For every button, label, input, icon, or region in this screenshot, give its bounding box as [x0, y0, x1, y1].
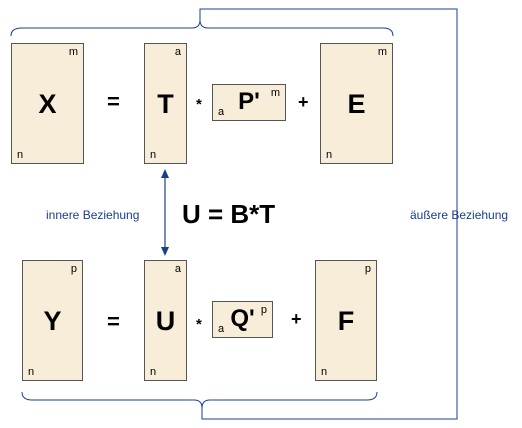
matrix-x-columns: m	[68, 46, 78, 58]
matrix-y-rows: n	[28, 366, 35, 378]
matrix-x-symbol: X	[38, 89, 57, 119]
matrix-t-rows: n	[150, 149, 157, 161]
outer-relation-label: äußere Beziehung	[410, 208, 509, 222]
matrix-q-prime-columns: p	[260, 304, 267, 316]
top-brace	[10, 19, 394, 37]
matrix-t: T a n	[144, 43, 187, 164]
equals-sign-bottom: =	[107, 309, 120, 334]
matrix-p-prime-columns: m	[270, 87, 280, 99]
matrix-q-prime-rows: a	[218, 323, 225, 335]
matrix-u: U a n	[144, 260, 187, 381]
plus-sign-bottom: +	[291, 309, 302, 329]
plus-sign-top: +	[298, 92, 309, 112]
multiply-sign-bottom: *	[196, 316, 202, 333]
matrix-p-prime-symbol: P'	[238, 88, 260, 115]
matrix-e-symbol: E	[347, 89, 366, 119]
matrix-u-columns: a	[174, 263, 181, 275]
bottom-brace	[21, 391, 378, 409]
matrix-y: Y p n	[22, 260, 83, 381]
outer-relation-bracket	[199, 8, 458, 420]
matrix-q-prime: Q' p a	[212, 301, 273, 338]
inner-relation-label: innere Beziehung	[46, 208, 140, 222]
matrix-e: E m n	[320, 43, 393, 164]
matrix-q-prime-symbol: Q'	[230, 305, 255, 332]
matrix-f-columns: p	[364, 263, 371, 275]
matrix-p-prime: P' m a	[212, 84, 286, 121]
matrix-u-rows: n	[150, 366, 157, 378]
matrix-u-symbol: U	[155, 306, 176, 336]
inner-relation-formula: U = B*T	[182, 199, 276, 229]
matrix-p-prime-rows: a	[218, 106, 225, 118]
matrix-f-rows: n	[321, 366, 328, 378]
matrix-x-rows: n	[17, 149, 24, 161]
matrix-f: F p n	[315, 260, 377, 381]
matrix-t-symbol: T	[157, 89, 174, 119]
multiply-sign-top: *	[196, 96, 202, 113]
matrix-e-rows: n	[326, 149, 333, 161]
matrix-y-columns: p	[70, 263, 77, 275]
inner-relation-arrow	[161, 169, 169, 256]
matrix-e-columns: m	[377, 46, 387, 58]
equals-sign-top: =	[107, 89, 120, 114]
matrix-f-symbol: F	[337, 306, 355, 336]
matrix-x: X m n	[11, 43, 84, 164]
matrix-y-symbol: Y	[43, 306, 62, 336]
matrix-t-columns: a	[174, 46, 181, 58]
